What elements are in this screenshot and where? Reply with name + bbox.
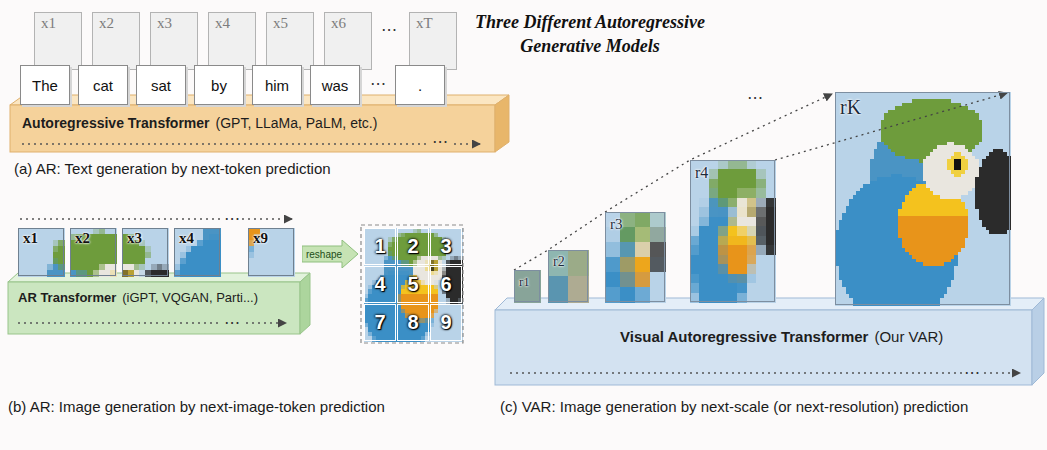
- band-side: [1032, 298, 1044, 385]
- band-side: [300, 273, 310, 334]
- band-side: [495, 95, 509, 152]
